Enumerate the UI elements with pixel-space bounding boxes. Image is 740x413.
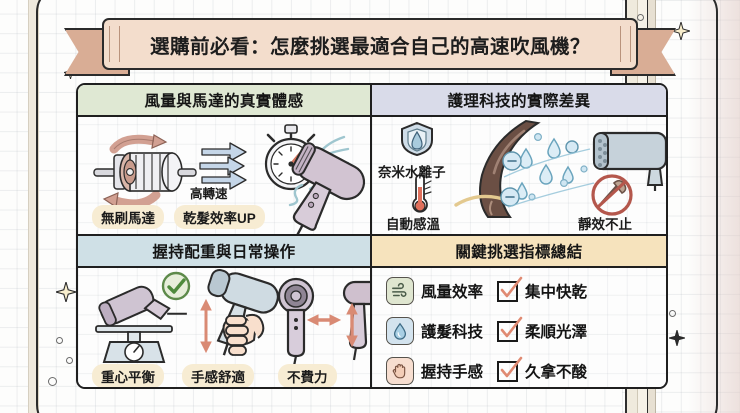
ribbon-fold-right [620,26,631,62]
label-quiet-effect: 靜效不止 [578,217,632,232]
summary-feature-row: 風量效率 [386,276,483,306]
quadrant-header-airflow-motor: 風量與馬達的真實體感 [78,85,370,117]
checkbox-checked-icon[interactable] [497,356,523,382]
droplet-icon [386,317,414,345]
sparkle-icon [56,282,76,302]
quadrant-care-technology: 護理科技的實際差異 [372,85,666,236]
label-comfortable-grip: 手感舒適 [182,364,254,387]
summary-check-row[interactable]: 久拿不酸 [497,356,587,386]
dot-decoration [48,377,57,386]
summary-features-column: 風量效率 護髮科技 [386,276,483,386]
summary-check-row[interactable]: 柔順光澤 [497,316,587,346]
summary-feature-label: 風量效率 [421,284,484,301]
quadrant-header-care-technology: 護理科技的實際差異 [372,85,666,117]
label-nano-water-ion: 奈米水離子 [378,165,446,180]
summary-feature-label: 握持手感 [421,364,484,381]
title-ribbon: 選購前必看：怎麼挑選最適合自己的高速吹風機？ [64,18,676,76]
hair-dryer-icon [291,142,366,234]
summary-checks-column: 集中快乾 柔順光澤 久拿不酸 [497,276,587,386]
shield-icon [401,121,433,157]
sparkle-icon [669,330,685,346]
summary-check-label: 久拿不酸 [525,364,588,381]
label-high-rpm: 高轉速 [190,187,228,201]
page-left-edge [28,0,39,413]
quadrant-body-grip-balance: 重心平衡 手感舒適 不費力 [78,268,370,387]
quadrant-header-key-summary: 關鍵挑選指標總結 [372,236,666,268]
ribbon-band: 選購前必看：怎麼挑選最適合自己的高速吹風機？ [102,18,638,70]
hand-holding-dryer-icon [200,269,280,356]
label-effortless: 不費力 [278,364,337,387]
page-title: 選購前必看：怎麼挑選最適合自己的高速吹風機？ [149,35,590,58]
page-outline [36,0,718,413]
summary-feature-label: 護髮科技 [421,324,484,341]
quadrant-airflow-motor: 風量與馬達的真實體感 [78,85,372,236]
water-droplet-icon [500,133,595,208]
dryer-nozzle-icon [592,131,666,191]
dot-decoration [669,310,676,317]
quadrant-key-summary: 關鍵挑選指標總結 [372,236,666,387]
dot-decoration [66,357,73,364]
summary-check-label: 集中快乾 [525,284,588,301]
summary-list: 風量效率 護髮科技 [386,276,587,386]
label-auto-temperature: 自動感溫 [386,217,440,232]
quadrant-body-key-summary: 風量效率 護髮科技 [372,268,666,387]
dot-decoration [637,14,644,21]
ribbon-fold-left [109,26,120,62]
quadrant-body-airflow-motor: 高轉速 無刷馬達 乾髮效率UP [78,117,370,234]
motor-rotor-icon [93,134,197,209]
comparison-card: 風量與馬達的真實體感 [76,83,668,389]
check-circle-icon [161,271,191,301]
thermometer-icon [412,174,432,213]
dot-decoration [56,337,63,344]
balance-scale-icon [95,285,187,363]
summary-check-label: 柔順光澤 [525,324,588,341]
summary-feature-row: 握持手感 [386,356,483,386]
dual-dryer-icon [277,277,370,367]
wind-icon [386,277,414,305]
label-center-of-gravity-balance: 重心平衡 [92,364,164,387]
quadrant-header-grip-balance: 握持配重與日常操作 [78,236,370,268]
label-brushless-motor: 無刷馬達 [92,205,164,229]
summary-check-row[interactable]: 集中快乾 [497,276,587,306]
quadrant-body-care-technology: 奈米水離子 自動感溫 靜效不止 [372,117,666,234]
checkbox-checked-icon[interactable] [497,316,523,342]
sparkle-icon [672,22,690,40]
airflow-arrows-icon [199,142,247,190]
quadrant-grip-balance: 握持配重與日常操作 [78,236,372,387]
summary-feature-row: 護髮科技 [386,316,483,346]
hand-icon [386,357,414,385]
label-drying-efficiency-up: 乾髮效率UP [174,205,265,229]
page-edge-shadow [688,0,740,413]
checkbox-checked-icon[interactable] [497,276,523,302]
no-noise-icon [591,174,633,216]
